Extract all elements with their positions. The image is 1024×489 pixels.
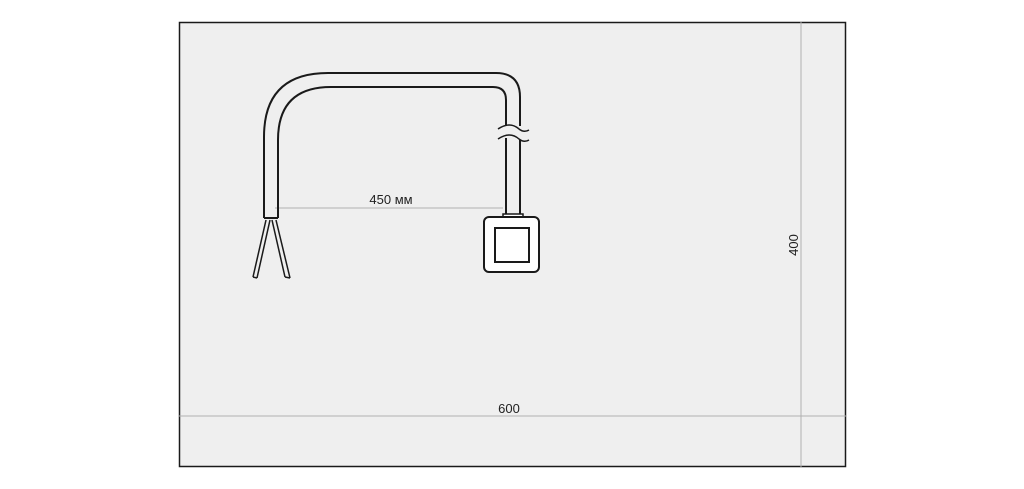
cable-break-symbol xyxy=(497,124,530,143)
height-label: 400 xyxy=(786,234,801,256)
wire-ends xyxy=(252,219,291,279)
sensor-box xyxy=(483,216,540,273)
width-label: 600 xyxy=(498,401,520,416)
cable xyxy=(263,72,521,219)
cable-length-label: 450 мм xyxy=(369,192,412,207)
